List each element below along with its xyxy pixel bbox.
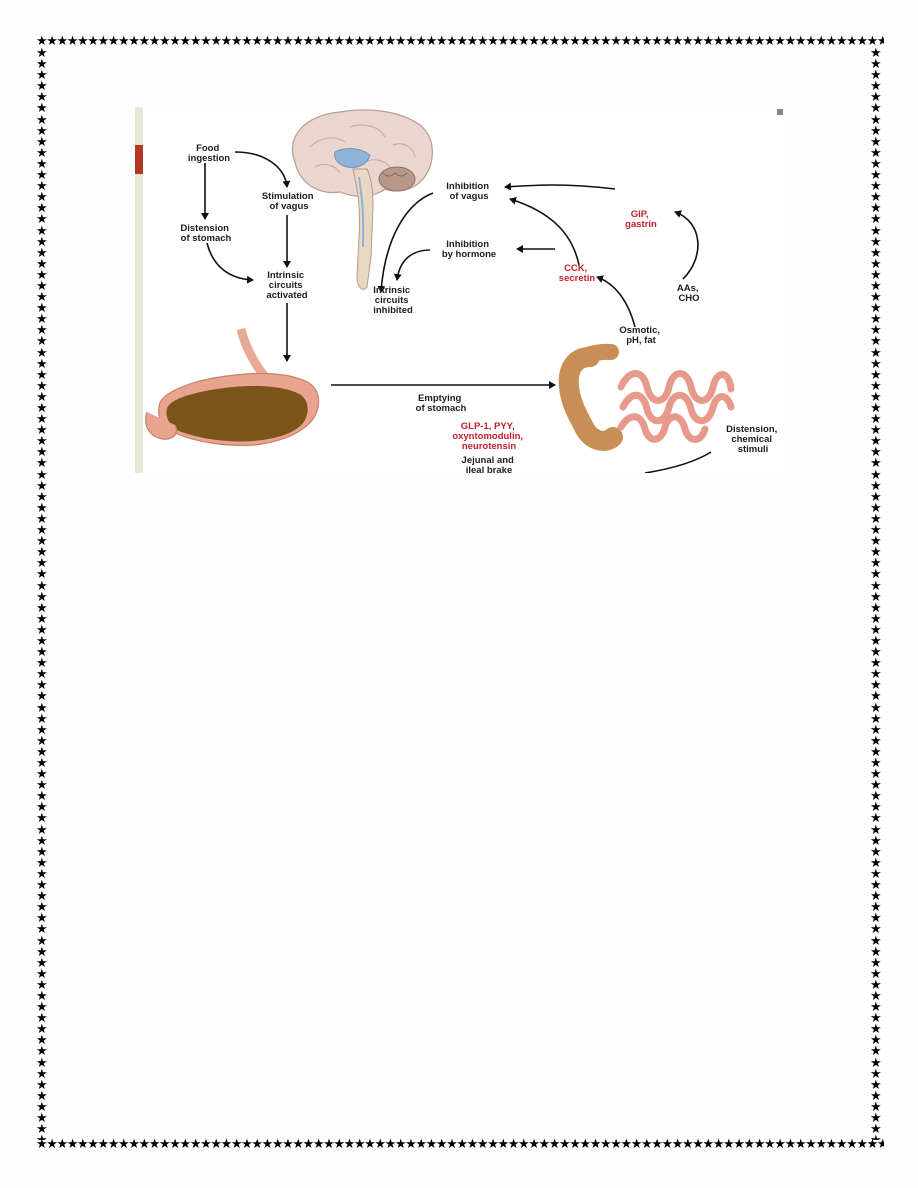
diagram-canvas: Food ingestion Stimulation of vagus Dist… <box>145 109 780 473</box>
label-food-ingestion: Food ingestion <box>188 143 230 164</box>
slide-bullet-square <box>777 109 783 115</box>
label-jejunal-ileal-brake: Jejunal and ileal brake <box>462 455 517 473</box>
diagram-arrows <box>201 151 712 473</box>
page-border-top: ★★★★★★★★★★★★★★★★★★★★★★★★★★★★★★★★★★★★★★★★… <box>36 35 884 49</box>
stomach-illustration <box>145 327 320 446</box>
page-border-bottom: ★★★★★★★★★★★★★★★★★★★★★★★★★★★★★★★★★★★★★★★★… <box>36 1138 884 1152</box>
label-gip-gastrin: GIP, gastrin <box>625 209 657 230</box>
intestine-illustration <box>558 343 735 451</box>
label-intrinsic-circuits-activated: Intrinsic circuits activated <box>266 270 307 301</box>
gastric-emptying-diagram: Food ingestion Stimulation of vagus Dist… <box>135 107 786 473</box>
page-border-right: ★ ★ ★ ★ ★ ★ ★ ★ ★ ★ ★ ★ ★ ★ ★ ★ ★ ★ ★ ★ … <box>870 48 882 1140</box>
label-aas-cho: AAs, CHO <box>677 283 701 304</box>
label-emptying-of-stomach: Emptying of stomach <box>416 393 467 414</box>
brain-illustration <box>291 109 433 290</box>
slide-accent-bar <box>135 145 143 174</box>
label-distension-chemical-stimuli: Distension, chemical stimuli <box>726 424 780 455</box>
label-inhibition-by-hormone: Inhibition by hormone <box>442 239 496 260</box>
label-osmotic-ph-fat: Osmotic, pH, fat <box>619 325 662 346</box>
label-cck-secretin: CCK, secretin <box>559 263 596 284</box>
page-border-left: ★ ★ ★ ★ ★ ★ ★ ★ ★ ★ ★ ★ ★ ★ ★ ★ ★ ★ ★ ★ … <box>36 48 48 1140</box>
label-inhibition-of-vagus: Inhibition of vagus <box>446 181 491 202</box>
slide-side-strip <box>135 107 143 473</box>
label-glp1-pyy-oxyntomodulin-neurotensin: GLP-1, PYY, oxyntomodulin, neurotensin <box>452 421 525 452</box>
label-stimulation-of-vagus: Stimulation of vagus <box>262 191 316 212</box>
label-distension-of-stomach: Distension of stomach <box>180 223 231 244</box>
label-intrinsic-circuits-inhibited: Intrinsic circuits inhibited <box>373 285 413 316</box>
